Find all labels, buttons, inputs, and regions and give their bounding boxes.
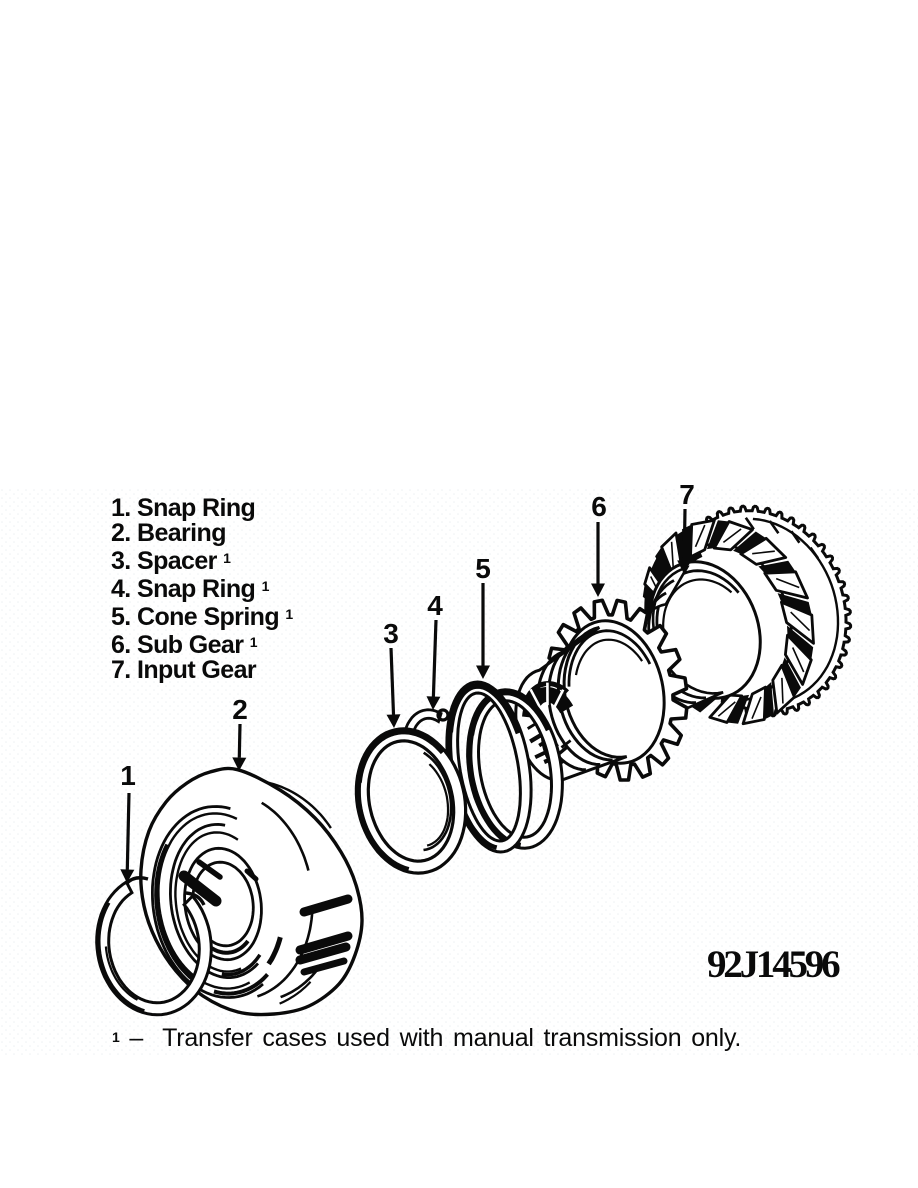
svg-text:6: 6 [591, 491, 607, 522]
svg-text:3: 3 [383, 618, 399, 649]
svg-text:1: 1 [120, 760, 136, 791]
svg-text:4: 4 [427, 590, 443, 621]
svg-text:5: 5 [475, 553, 491, 584]
svg-text:7: 7 [679, 479, 695, 510]
svg-text:2: 2 [232, 694, 248, 725]
